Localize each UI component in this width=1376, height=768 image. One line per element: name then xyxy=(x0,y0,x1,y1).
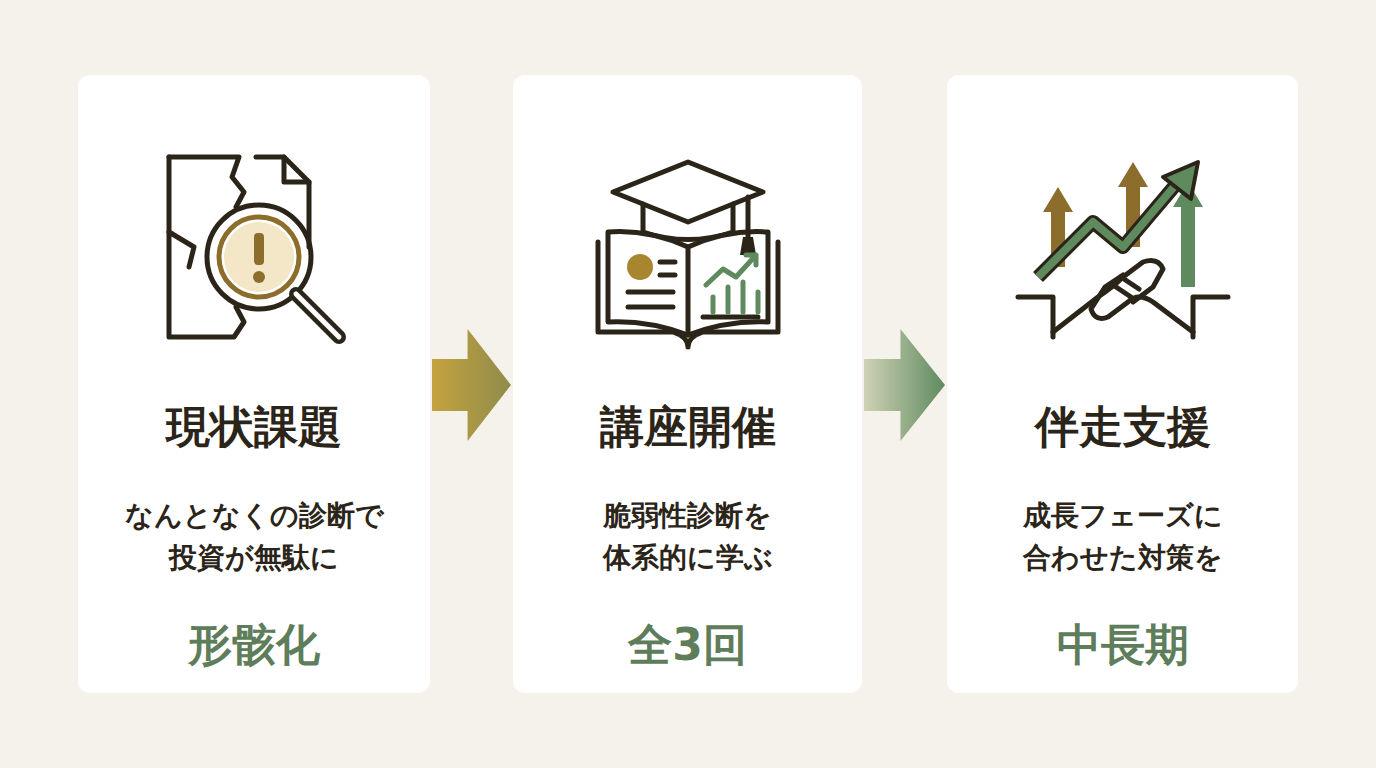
card-emphasis: 形骸化 xyxy=(88,615,420,675)
card-heading: 講座開催 xyxy=(523,397,852,457)
document-magnifier-icon xyxy=(144,137,364,357)
step-card: 講座開催脆弱性診断を 体系的に学ぶ全3回 xyxy=(513,75,862,693)
growth-handshake-icon xyxy=(1013,137,1233,357)
flow-arrow xyxy=(432,329,511,441)
card-body: 成長フェーズに 合わせた対策を xyxy=(957,495,1288,579)
card-emphasis: 全3回 xyxy=(523,615,852,675)
card-emphasis: 中長期 xyxy=(957,615,1288,675)
card-body: 脆弱性診断を 体系的に学ぶ xyxy=(523,495,852,579)
card-body: なんとなくの診断で 投資が無駄に xyxy=(88,495,420,579)
card-heading: 伴走支援 xyxy=(957,397,1288,457)
step-card: 現状課題なんとなくの診断で 投資が無駄に形骸化 xyxy=(78,75,430,693)
book-cap-icon xyxy=(578,137,798,357)
step-card: 伴走支援成長フェーズに 合わせた対策を中長期 xyxy=(947,75,1298,693)
flow-arrow xyxy=(864,329,945,441)
card-heading: 現状課題 xyxy=(88,397,420,457)
